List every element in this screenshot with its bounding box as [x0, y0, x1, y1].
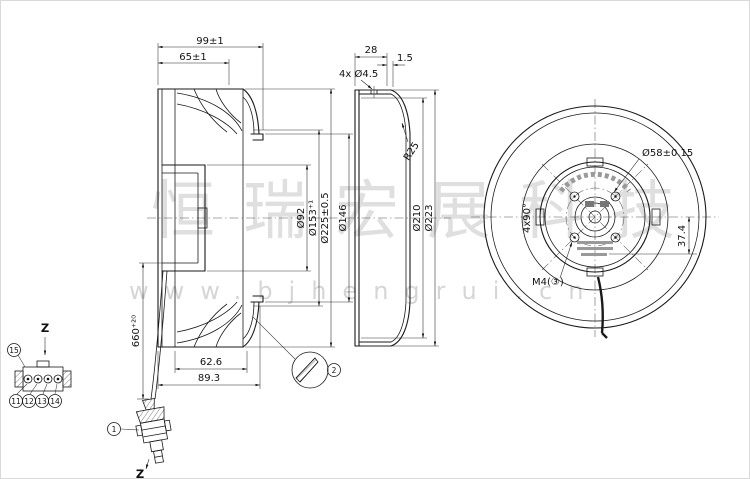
dim-893-label: 89.3 — [198, 373, 220, 384]
dim-d58-label: Ø58±0.15 — [642, 147, 693, 159]
watermark-cjk-text: 恒瑞宏展科技 — [151, 175, 703, 249]
section-view-outline — [354, 86, 411, 347]
front-view-dimensions: Ø58±0.15 4x90° 37.4 M4(③) — [522, 147, 697, 288]
dim-660-label: 660⁺²⁰ — [131, 315, 142, 347]
dim-65-label: 65±1 — [179, 52, 206, 63]
z-mark-top: Z — [41, 321, 49, 335]
side-view-dimensions: 99±1 65±1 Ø92 Ø153⁺¹ Ø225±0.5 Ø146 62.6 … — [131, 36, 353, 400]
dim-d153-label: Ø153⁺¹ — [307, 200, 319, 236]
plug-assembly: 1 — [107, 397, 172, 464]
front-view-cable — [596, 276, 608, 339]
z-view-marks: Z Z — [41, 321, 150, 479]
callout-pin11: 11 — [11, 397, 21, 406]
side-view-backplate — [157, 88, 244, 348]
z-mark-bottom: Z — [136, 467, 144, 479]
side-view — [150, 88, 264, 400]
callout-detail: 2 — [332, 366, 337, 375]
motor-label-marks — [559, 171, 631, 256]
motor-screws — [569, 191, 621, 243]
dim-d225-label: Ø225±0.5 — [319, 192, 331, 243]
dim-28-label: 28 — [365, 45, 378, 56]
callout-pin14: 14 — [50, 397, 60, 406]
dim-99-label: 99±1 — [196, 36, 223, 47]
dim-4x90-label: 4x90° — [522, 203, 533, 233]
connector-face-view: 15 11 12 13 14 — [7, 343, 72, 408]
dim-374-label: 37.4 — [677, 225, 688, 247]
detail-bubble: 2 — [252, 316, 341, 389]
dim-15-label: 1.5 — [397, 53, 413, 64]
dim-d210-label: Ø210 — [411, 205, 423, 232]
callout-pin13: 13 — [37, 397, 47, 406]
dim-m4-label: M4(③) — [532, 277, 564, 288]
dim-r25-label: R25 — [402, 140, 422, 163]
dim-holes-label: 4x Ø4.5 — [339, 68, 378, 80]
dim-d92-label: Ø92 — [295, 208, 307, 229]
watermark: 恒瑞宏展科技 www.bjhengrui.cn — [129, 175, 703, 305]
watermark-url-text: www.bjhengrui.cn — [129, 277, 599, 305]
side-view-motor — [161, 164, 208, 272]
callout-pin12: 12 — [24, 397, 34, 406]
bolt-circle-centerline — [565, 187, 625, 247]
dim-d146-label: Ø146 — [337, 205, 349, 232]
side-view-cable — [150, 270, 168, 400]
callout-plug: 1 — [112, 425, 117, 434]
front-view: Ø58±0.15 4x90° 37.4 M4(③) — [483, 105, 707, 339]
dim-d223-label: Ø223 — [423, 205, 435, 232]
dim-626-label: 62.6 — [200, 357, 222, 368]
callout-pin15: 15 — [9, 346, 19, 355]
side-view-blades — [176, 88, 243, 348]
motor-mount-tabs — [535, 157, 661, 277]
